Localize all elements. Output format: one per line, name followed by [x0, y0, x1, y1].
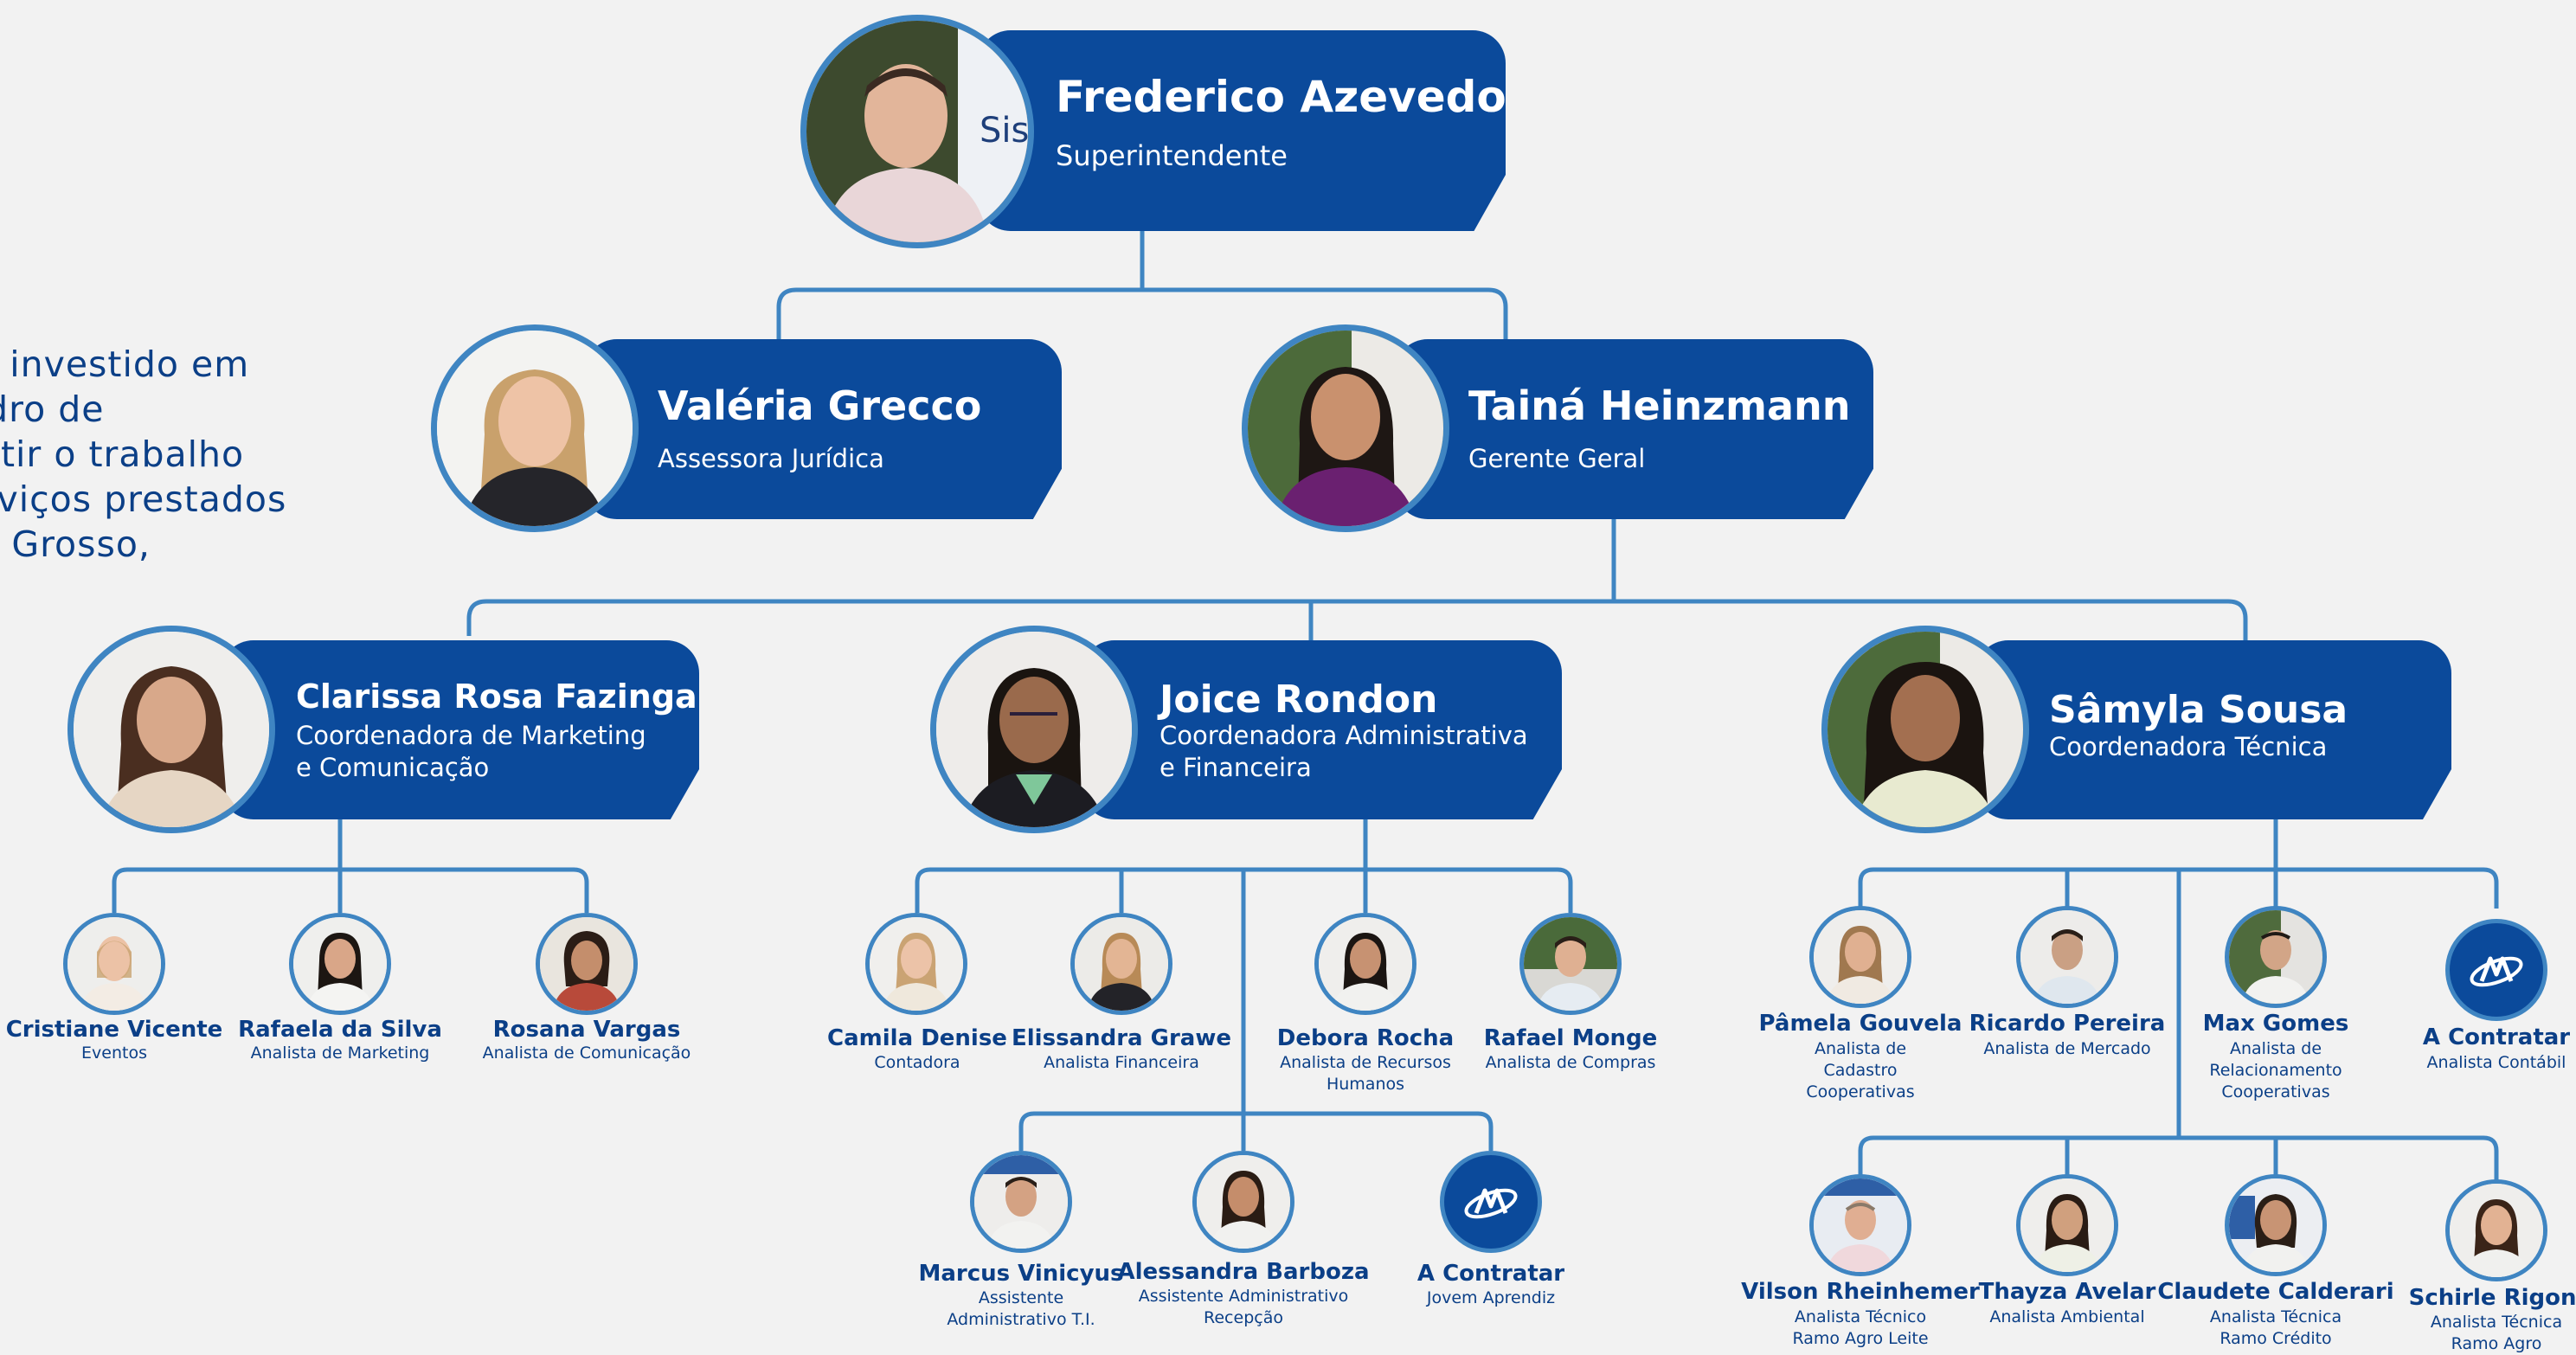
member-name: Rafael Monge — [1483, 1025, 1658, 1051]
member-role: Assistente Administrativo Recepção — [1138, 1287, 1349, 1327]
intro-line: rantir o trabalho — [0, 433, 245, 475]
avatar-schirle — [2445, 1179, 2547, 1281]
avatar-clarissa — [67, 626, 275, 833]
avatar-valeria — [431, 324, 639, 532]
leader-role: Coordenadora Administrativa e Financeira — [1160, 721, 1528, 782]
member-role: Eventos — [81, 1044, 147, 1063]
leader-role: Coordenadora de Marketing e Comunicação — [296, 721, 646, 782]
member-role: Analista de Mercado — [1983, 1039, 2151, 1058]
member-role: Analista de Recursos Humanos — [1280, 1053, 1451, 1094]
member-name: Pâmela Gouvela — [1758, 1011, 1963, 1037]
leader-card-joice: Joice Rondon Coordenadora Administrativa… — [1082, 640, 1562, 819]
leader-role: Gerente Geral — [1468, 444, 1646, 473]
vacancy-logo-icon — [1440, 1151, 1542, 1253]
member-role: Analista de Relacionamento Cooperativas — [2209, 1039, 2342, 1101]
member-name: Elissandra Grawe — [1012, 1025, 1231, 1051]
member-name: Schirle Rigoni — [2408, 1285, 2576, 1311]
member-role: Analista Contábil — [2426, 1053, 2566, 1072]
avatar-rafaela — [289, 913, 391, 1015]
member-role: Analista Técnica Ramo Crédito — [2209, 1307, 2342, 1348]
member-name: Cristiane Vicente — [5, 1017, 223, 1043]
leader-name: Frederico Azevedo — [1056, 72, 1506, 122]
avatar-taina — [1242, 324, 1449, 532]
member-name: Debora Rocha — [1276, 1025, 1455, 1051]
leader-card-clarissa: Clarissa Rosa Fazinga Coordenadora de Ma… — [221, 640, 699, 819]
intro-line: em investido em — [0, 344, 250, 385]
member-name: Thayza Avelar — [1978, 1279, 2156, 1305]
avatar-vilson — [1809, 1174, 1911, 1276]
avatar-pamela — [1809, 906, 1911, 1008]
avatar-max — [2225, 906, 2327, 1008]
avatar-alessandra — [1192, 1151, 1294, 1253]
member-role: Analista de Marketing — [250, 1044, 430, 1063]
leader-role: Coordenadora Técnica — [2049, 732, 2328, 761]
member-role: Analista Ambiental — [1989, 1307, 2145, 1326]
leader-name: Clarissa Rosa Fazinga — [296, 678, 697, 716]
avatar-thayza — [2016, 1174, 2118, 1276]
member-name: Rafaela da Silva — [238, 1017, 442, 1043]
leader-name: Tainá Heinzmann — [1468, 382, 1851, 429]
leader-card-taina: Tainá Heinzmann Gerente Geral — [1395, 339, 1873, 519]
member-role: Analista Técnico Ramo Agro Leite — [1792, 1307, 1929, 1348]
member-name: Claudete Calderari — [2157, 1279, 2394, 1305]
avatar-ricardo — [2016, 906, 2118, 1008]
avatar-joice — [930, 626, 1138, 833]
member-name: Ricardo Pereira — [1969, 1011, 2166, 1037]
intro-paragraph: em investido em uadro de rantir o trabal… — [0, 342, 389, 567]
leader-card-valeria: Valéria Grecco Assessora Jurídica — [584, 339, 1062, 519]
member-role: Analista Técnica Ramo Agro — [2430, 1313, 2563, 1353]
avatar-cristiane — [63, 913, 165, 1015]
member-name: Alessandra Barboza — [1117, 1259, 1370, 1285]
leader-name: Sâmyla Sousa — [2049, 688, 2348, 732]
backdrop-text: Sist — [980, 111, 1028, 151]
leader-name: Valéria Grecco — [658, 382, 982, 429]
intro-line: serviços prestados — [0, 478, 287, 520]
avatar-rafael — [1519, 913, 1622, 1015]
member-name: Vilson Rheinhemer — [1741, 1279, 1980, 1305]
member-name: Max Gomes — [2202, 1011, 2349, 1037]
leader-role: Assessora Jurídica — [658, 444, 884, 473]
leader-name: Joice Rondon — [1160, 678, 1438, 722]
avatar-elissandra — [1070, 913, 1172, 1015]
member-role: Jovem Aprendiz — [1426, 1288, 1556, 1307]
leader-card-frederico: Frederico Azevedo Superintendente — [978, 30, 1506, 231]
leader-card-samyla: Sâmyla Sousa Coordenadora Técnica — [1975, 640, 2451, 819]
member-role: Analista de Cadastro Cooperativas — [1806, 1039, 1915, 1101]
member-role: Analista de Compras — [1485, 1053, 1656, 1072]
avatar-marcus — [970, 1151, 1072, 1253]
member-name: Camila Denise — [827, 1025, 1007, 1051]
member-role: Analista Financeira — [1044, 1053, 1199, 1072]
avatar-claudete — [2225, 1174, 2327, 1276]
intro-line: uadro de — [0, 389, 105, 430]
intro-line: ato Grosso, — [0, 523, 151, 565]
member-role: Contadora — [874, 1053, 960, 1072]
member-role: Assistente Administrativo T.I. — [947, 1288, 1095, 1329]
member-name: Marcus Vinicyus — [918, 1261, 1124, 1287]
avatar-frederico: Sist — [800, 15, 1034, 248]
member-name: Rosana Vargas — [492, 1017, 681, 1043]
member-name: A Contratar — [1416, 1261, 1565, 1287]
member-role: Analista de Comunicação — [482, 1044, 691, 1063]
member-name: A Contratar — [2422, 1024, 2571, 1050]
avatar-camila — [865, 913, 967, 1015]
avatar-samyla — [1821, 626, 2029, 833]
leader-role: Superintendente — [1056, 139, 1288, 172]
avatar-debora — [1314, 913, 1416, 1015]
avatar-rosana — [536, 913, 638, 1015]
vacancy-logo-icon — [2445, 919, 2547, 1021]
